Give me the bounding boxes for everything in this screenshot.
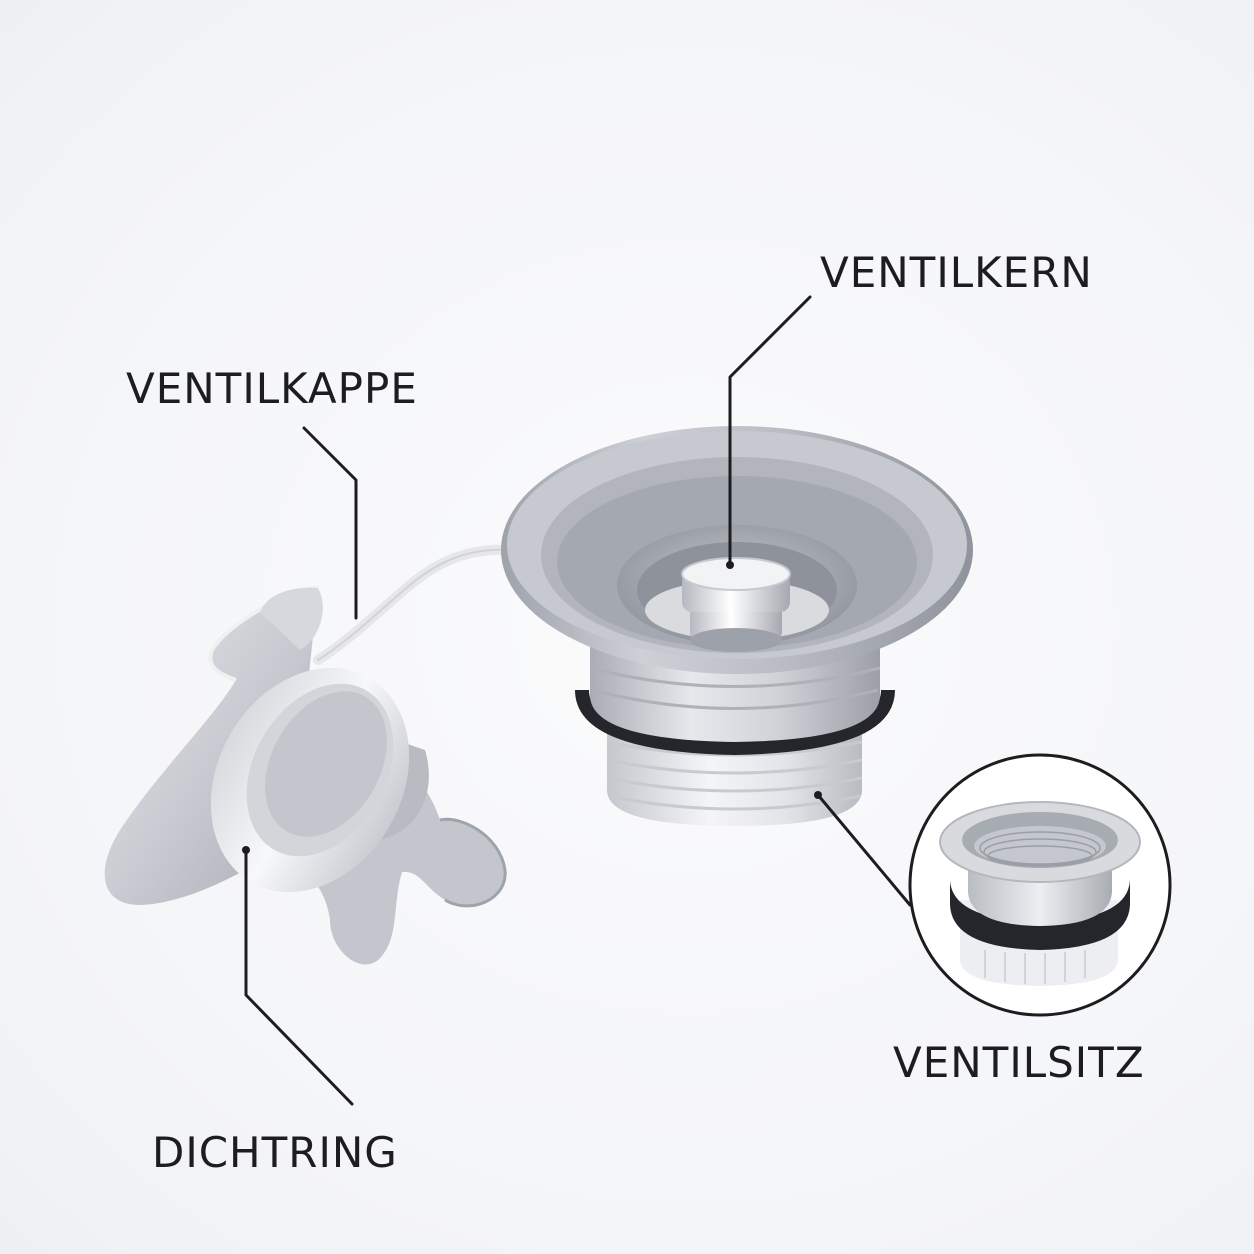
seat-o-ring xyxy=(950,880,1130,950)
leader-line-ventilkappe xyxy=(302,426,358,620)
o-ring xyxy=(575,689,895,756)
valve-assembly xyxy=(501,426,973,826)
label-ventilkern: VENTILKERN xyxy=(820,248,1093,297)
tether-cord xyxy=(313,544,515,665)
leader-line-ventilsitz xyxy=(816,793,912,907)
sealing-ring xyxy=(210,667,410,893)
valve-cap xyxy=(104,585,507,965)
label-dichtring: DICHTRING xyxy=(152,1128,398,1177)
label-ventilsitz: VENTILSITZ xyxy=(893,1038,1145,1087)
leader-dot-dichtring xyxy=(242,846,250,854)
label-ventilkappe: VENTILKAPPE xyxy=(126,364,418,413)
leader-line-ventilkern xyxy=(728,295,812,567)
leader-line-dichtring xyxy=(244,848,354,1106)
leader-dot-ventilsitz xyxy=(814,791,822,799)
valve-core xyxy=(681,557,791,652)
valve-seat-inset xyxy=(908,753,1172,1017)
leader-dot-ventilkern xyxy=(726,561,734,569)
